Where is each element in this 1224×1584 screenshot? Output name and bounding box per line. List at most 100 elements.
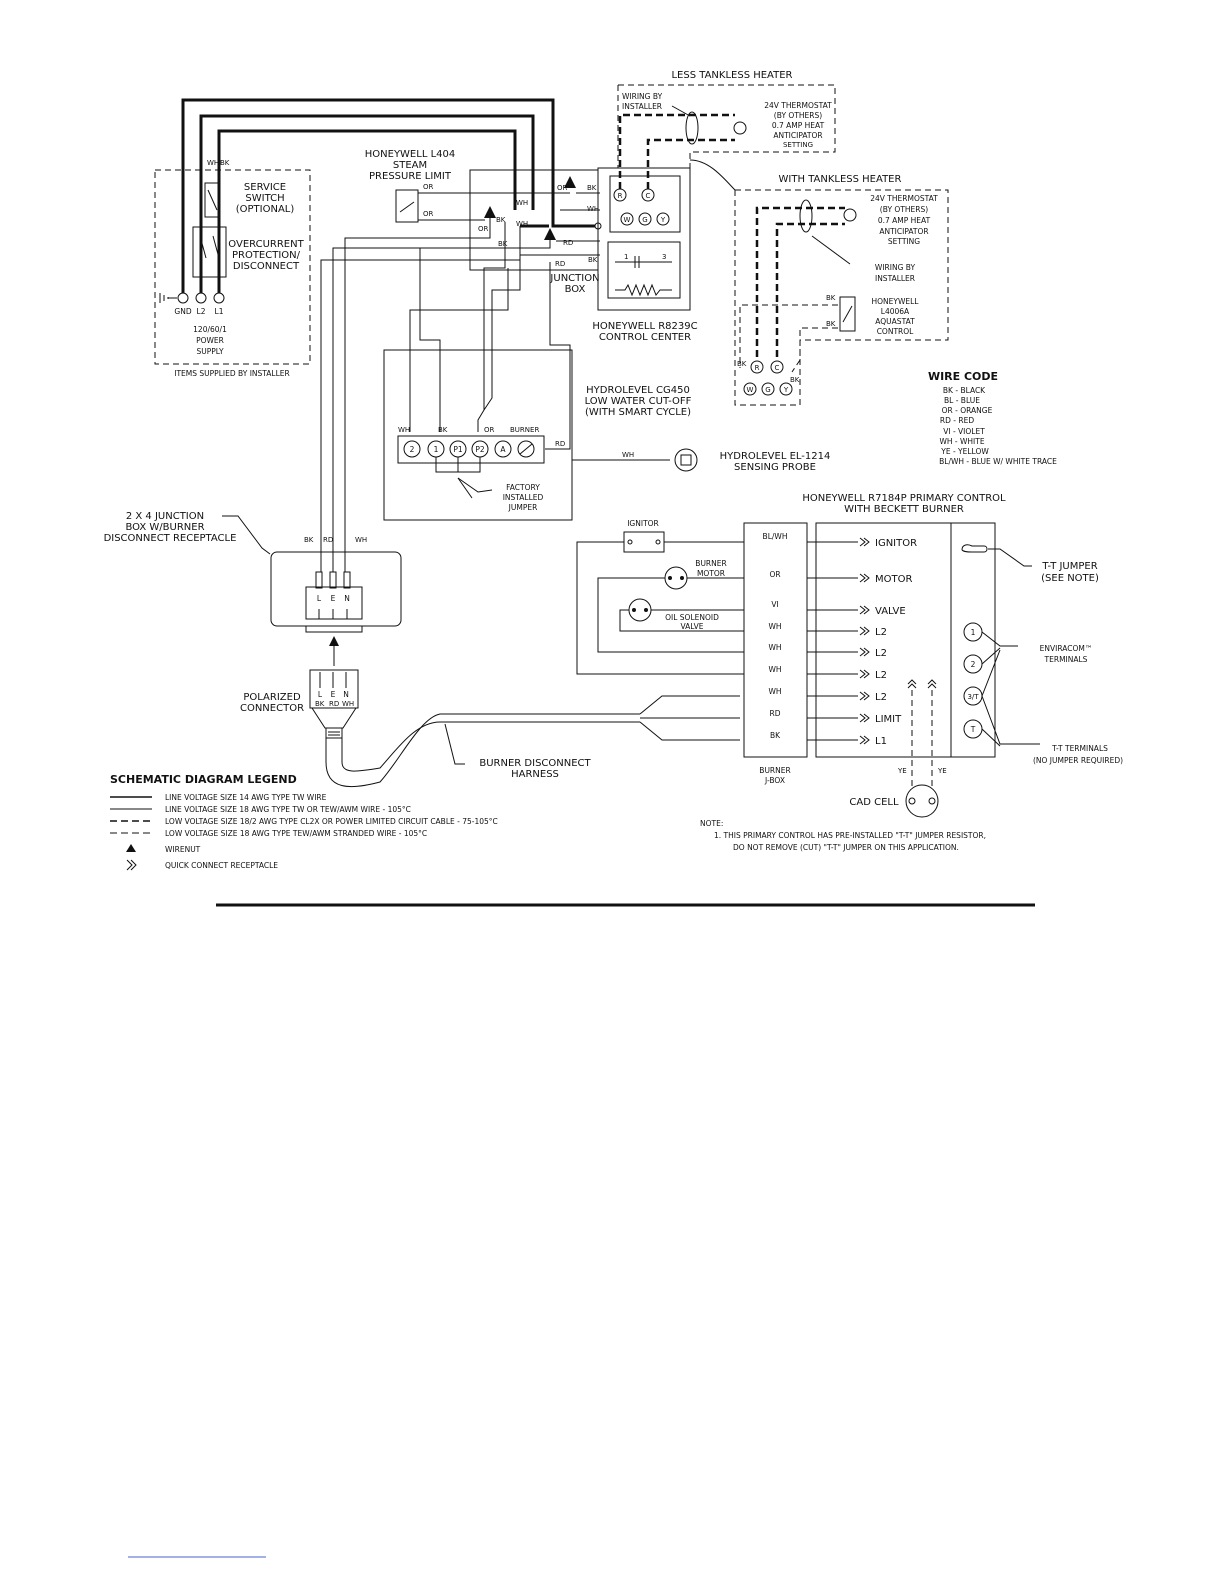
less-tankless-tstat-5: SETTING bbox=[783, 141, 813, 149]
jbox-2x4-label-1: 2 X 4 JUNCTION bbox=[126, 511, 204, 522]
service-switch-label-2: SWITCH bbox=[245, 193, 284, 204]
overcurrent-label-1: OVERCURRENT bbox=[228, 239, 304, 250]
low-water-cutoff: HYDROLEVEL CG450 LOW WATER CUT-OFF (WITH… bbox=[383, 349, 692, 521]
primary-title-2: WITH BECKETT BURNER bbox=[844, 504, 964, 515]
svg-text:W: W bbox=[747, 386, 754, 394]
valve-label-1: OIL SOLENOID bbox=[665, 613, 719, 622]
svg-text:T: T bbox=[970, 725, 976, 734]
cc-terminal-g bbox=[638, 212, 652, 226]
wirenut-icon bbox=[544, 228, 556, 240]
aquastat-label-4: CONTROL bbox=[877, 327, 914, 336]
svg-text:L: L bbox=[317, 594, 322, 603]
motor-label-1: BURNER bbox=[695, 559, 726, 568]
lwco-label-2: LOW WATER CUT-OFF bbox=[585, 396, 692, 407]
tt-jumper-label-1: T-T JUMPER bbox=[1041, 561, 1097, 572]
tankless-terminal-g bbox=[761, 382, 775, 396]
svg-text:3: 3 bbox=[662, 253, 666, 261]
quick-connect-icon bbox=[859, 537, 870, 547]
less-tankless-tstat-2: (BY OTHERS) bbox=[774, 111, 822, 120]
l1-terminal bbox=[213, 292, 225, 304]
cc-terminal-w bbox=[620, 212, 634, 226]
svg-text:OR: OR bbox=[484, 426, 495, 434]
less-tankless-title: LESS TANKLESS HEATER bbox=[671, 70, 792, 81]
polarized-label-1: POLARIZED bbox=[243, 692, 301, 703]
steam-limit-label-2: STEAM bbox=[393, 160, 427, 171]
with-tankless-tstat-5: SETTING bbox=[888, 237, 920, 246]
probe-label-1: HYDROLEVEL EL-1214 bbox=[720, 451, 831, 462]
quick-connect-icon bbox=[859, 647, 870, 657]
svg-text:BK: BK bbox=[790, 376, 800, 384]
svg-text:LINE VOLTAGE SIZE 18 AWG TYPE: LINE VOLTAGE SIZE 18 AWG TYPE TW OR TEW/… bbox=[165, 805, 411, 814]
quick-connect-icon bbox=[859, 573, 870, 583]
quick-connect-icon bbox=[859, 626, 870, 636]
lwco-label-3: (WITH SMART CYCLE) bbox=[585, 407, 691, 418]
less-tankless-tstat-3: 0.7 AMP HEAT bbox=[772, 121, 825, 130]
svg-text:RD: RD bbox=[555, 260, 565, 268]
tt-jumper-label-2: (SEE NOTE) bbox=[1041, 573, 1099, 584]
svg-text:E: E bbox=[331, 690, 336, 699]
svg-text:C: C bbox=[646, 192, 651, 200]
svg-text:BK: BK bbox=[496, 216, 506, 224]
steam-limit-label-1: HONEYWELL L404 bbox=[365, 149, 455, 160]
svg-text:N: N bbox=[343, 690, 349, 699]
cad-cell-icon bbox=[905, 784, 939, 818]
polarized-connector: POLARIZED CONNECTOR L E N BK RD WH bbox=[240, 669, 359, 739]
wire-code: WIRE CODE BK - BLACK BL - BLUE OR - ORAN… bbox=[928, 370, 1057, 466]
installer-box-title: ITEMS SUPPLIED BY INSTALLER bbox=[174, 369, 289, 378]
svg-text:OR: OR bbox=[478, 225, 489, 233]
svg-text:1: 1 bbox=[624, 253, 628, 261]
with-tankless-title: WITH TANKLESS HEATER bbox=[779, 174, 902, 185]
lwco-terminal-2 bbox=[403, 440, 421, 458]
motor-label-2: MOTOR bbox=[697, 569, 725, 578]
tt-terminals-label-1: T-T TERMINALS bbox=[1051, 744, 1108, 753]
svg-text:3/T: 3/T bbox=[967, 693, 979, 701]
wirenut-icon bbox=[126, 844, 136, 852]
svg-text:WH: WH bbox=[355, 536, 367, 544]
probe-label-2: SENSING PROBE bbox=[734, 462, 816, 473]
svg-text:LIMIT: LIMIT bbox=[875, 714, 902, 725]
steam-limit-label-3: PRESSURE LIMIT bbox=[369, 171, 452, 182]
steam-limit-wire-1: OR bbox=[423, 183, 434, 191]
svg-text:C: C bbox=[775, 364, 780, 372]
svg-text:BK: BK bbox=[588, 256, 598, 264]
svg-text:RD: RD bbox=[770, 709, 781, 718]
svg-text:OR: OR bbox=[769, 570, 780, 579]
enviracom-label-1: ENVIRACOM™ bbox=[1040, 644, 1093, 653]
cad-cell-label: CAD CELL bbox=[849, 797, 899, 808]
svg-text:1: 1 bbox=[971, 628, 976, 637]
harness-label-2: HARNESS bbox=[511, 769, 559, 780]
with-tankless-wiring-1: WIRING BY bbox=[875, 263, 916, 272]
control-center-label-2: CONTROL CENTER bbox=[599, 332, 691, 343]
less-tankless-wiring-1: WIRING BY bbox=[622, 92, 663, 101]
service-switch-label-1: SERVICE bbox=[244, 182, 286, 193]
control-center-label-1: HONEYWELL R8239C bbox=[592, 321, 697, 332]
l1-label: L1 bbox=[215, 307, 224, 316]
primary-control: HONEYWELL R7184P PRIMARY CONTROL WITH BE… bbox=[576, 493, 1123, 818]
svg-text:BK: BK bbox=[438, 426, 448, 434]
with-tankless-tstat-1: 24V THERMOSTAT bbox=[870, 194, 938, 203]
lwco-label-1: HYDROLEVEL CG450 bbox=[586, 385, 690, 396]
quick-connect-icon bbox=[859, 691, 870, 701]
svg-text:WH: WH bbox=[398, 426, 410, 434]
svg-text:BK: BK bbox=[587, 184, 597, 192]
svg-text:L2: L2 bbox=[875, 692, 887, 703]
svg-text:L: L bbox=[318, 690, 323, 699]
wirenut-icon bbox=[484, 206, 496, 218]
overcurrent-label-2: PROTECTION/ bbox=[232, 250, 301, 261]
with-tankless-wiring-2: INSTALLER bbox=[875, 274, 915, 283]
svg-text:WH: WH bbox=[516, 199, 528, 207]
with-tankless-tstat-2: (BY OTHERS) bbox=[880, 205, 928, 214]
control-center: R C W G Y 1 3 HONEYWELL R8239C CONTROL C… bbox=[592, 167, 698, 343]
svg-text:YE - YELLOW: YE - YELLOW bbox=[940, 447, 989, 456]
svg-text:Y: Y bbox=[660, 216, 666, 224]
note-title: NOTE: bbox=[700, 819, 723, 828]
svg-text:Y: Y bbox=[783, 386, 789, 394]
quick-connect-icon bbox=[126, 859, 137, 871]
svg-text:P1: P1 bbox=[453, 445, 463, 454]
jbox-label-2: J-BOX bbox=[764, 776, 785, 785]
svg-text:N: N bbox=[344, 594, 350, 603]
svg-text:E: E bbox=[331, 594, 336, 603]
less-tankless-tstat-4: ANTICIPATOR bbox=[773, 131, 822, 140]
l2-label: L2 bbox=[197, 307, 206, 316]
svg-text:VALVE: VALVE bbox=[875, 606, 906, 617]
